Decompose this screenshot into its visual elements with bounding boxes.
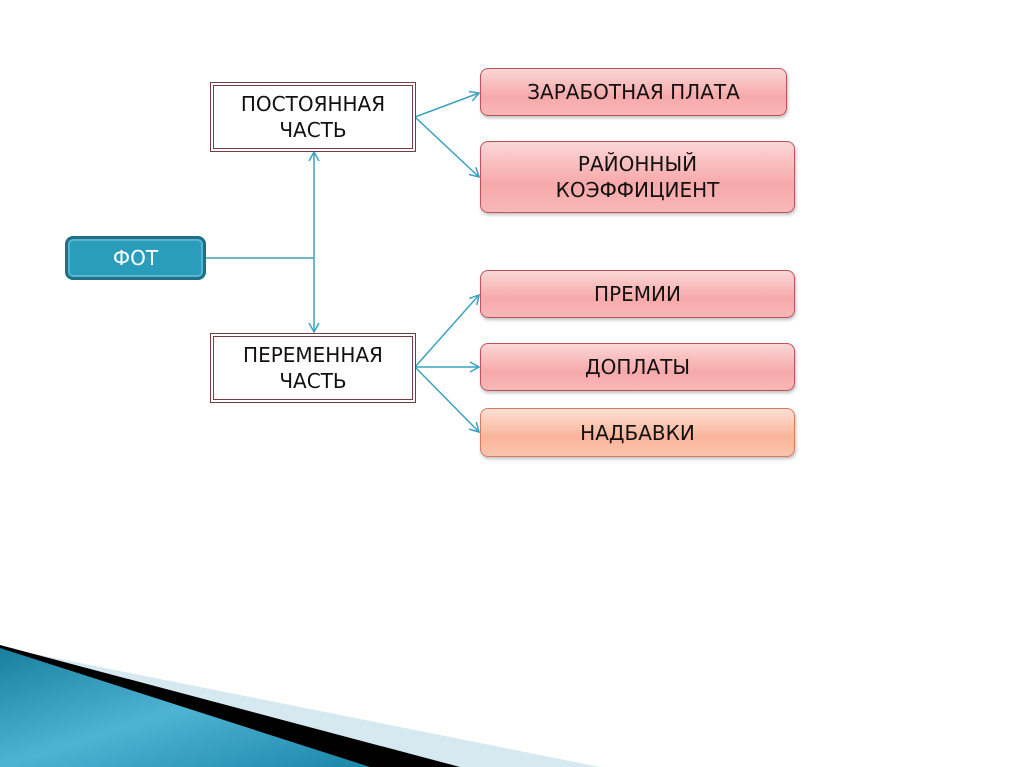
allowances-label: НАДБАВКИ	[580, 420, 695, 445]
fixed-part-node: ПОСТОЯННАЯ ЧАСТЬ	[210, 82, 416, 152]
salary-label: ЗАРАБОТНАЯ ПЛАТА	[527, 80, 740, 104]
bottom-blue-swoosh	[0, 648, 370, 767]
variable-part-node: ПЕРЕМЕННАЯ ЧАСТЬ	[210, 333, 416, 403]
connector-bonuses	[414, 293, 481, 368]
bonuses-node: ПРЕМИИ	[480, 270, 795, 318]
salary-node: ЗАРАБОТНАЯ ПЛАТА	[480, 68, 787, 116]
connector-salary	[414, 90, 481, 118]
coefficient-node: РАЙОННЫЙ КОЭФФИЦИЕНТ	[480, 141, 795, 213]
surcharges-node: ДОПЛАТЫ	[480, 343, 795, 391]
fot-node: ФОТ	[65, 236, 206, 280]
connector-coefficient	[414, 116, 481, 179]
connector-allowances	[414, 366, 481, 434]
allowances-node: НАДБАВКИ	[480, 408, 795, 457]
bonuses-label: ПРЕМИИ	[594, 282, 681, 306]
variable-part-label: ПЕРЕМЕННАЯ ЧАСТЬ	[243, 343, 383, 393]
surcharges-label: ДОПЛАТЫ	[585, 355, 690, 379]
coefficient-label: РАЙОННЫЙ КОЭФФИЦИЕНТ	[555, 152, 720, 202]
fixed-part-label: ПОСТОЯННАЯ ЧАСТЬ	[240, 92, 386, 142]
fot-label: ФОТ	[112, 246, 159, 270]
